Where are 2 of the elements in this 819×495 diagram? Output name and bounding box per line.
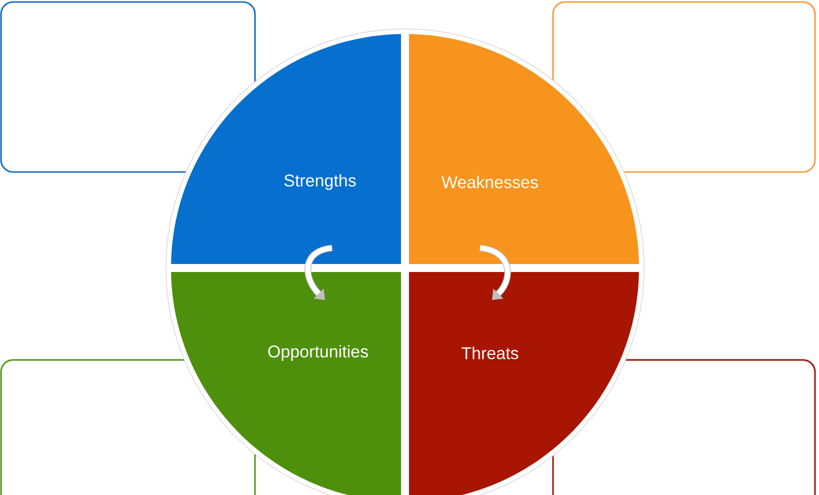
curved-arrow (304, 244, 333, 300)
curved-arrow (479, 244, 511, 300)
